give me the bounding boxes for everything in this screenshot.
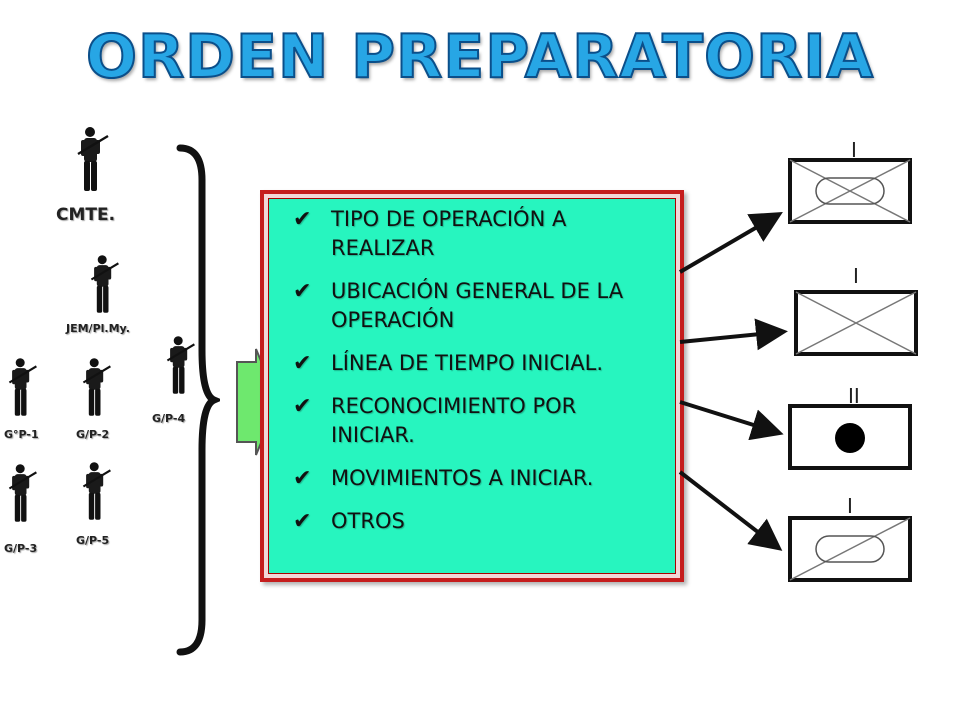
- unit-3-echelon: II: [848, 384, 860, 408]
- order-item: ✔ LÍNEA DE TIEMPO INICIAL.: [285, 349, 651, 378]
- artillery-symbol-icon: [788, 404, 912, 470]
- order-item: ✔ MOVIMIENTOS A INICIAR.: [285, 464, 651, 493]
- unit-2-echelon: I: [853, 264, 859, 288]
- g2-label: G/P-2: [76, 428, 110, 441]
- armor-cavalry-symbol-icon: [788, 516, 912, 582]
- infantry-symbol-icon: [794, 290, 918, 356]
- order-item-text: MOVIMIENTOS A INICIAR.: [331, 466, 594, 490]
- g1-label: G°P-1: [4, 428, 39, 441]
- jem-label: JEM/Pl.My.: [66, 322, 130, 335]
- unit-1-echelon: I: [851, 138, 857, 162]
- arrow-to-unit-2: [679, 318, 788, 351]
- order-item: ✔ TIPO DE OPERACIÓN A REALIZAR: [285, 205, 651, 263]
- page-title: ORDEN PREPARATORIA: [85, 21, 875, 93]
- checkmark-icon: ✔: [293, 279, 312, 304]
- order-item-text: OTROS: [331, 509, 405, 533]
- order-item-text: UBICACIÓN GENERAL DE LA OPERACIÓN: [331, 279, 624, 332]
- checkmark-icon: ✔: [293, 466, 312, 491]
- g4-label: G/P-4: [152, 412, 186, 425]
- arrow-to-unit-3: [679, 400, 784, 441]
- checkmark-icon: ✔: [293, 509, 312, 534]
- order-item: ✔ UBICACIÓN GENERAL DE LA OPERACIÓN: [285, 277, 651, 335]
- grouping-brace: [176, 144, 220, 656]
- checkmark-icon: ✔: [293, 394, 312, 419]
- order-item: ✔ RECONOCIMIENTO POR INICIAR.: [285, 392, 651, 450]
- checkmark-icon: ✔: [293, 207, 312, 232]
- unit-4-echelon: I: [847, 494, 853, 518]
- arrow-to-unit-4: [678, 470, 783, 551]
- arrow-to-unit-1: [678, 211, 783, 274]
- order-item-text: LÍNEA DE TIEMPO INICIAL.: [331, 351, 603, 375]
- order-item: ✔ OTROS: [285, 507, 651, 536]
- orders-panel: ✔ TIPO DE OPERACIÓN A REALIZAR ✔ UBICACIÓN…: [260, 190, 684, 582]
- orders-list: ✔ TIPO DE OPERACIÓN A REALIZAR ✔ UBICACIÓN…: [269, 199, 675, 536]
- order-item-text: RECONOCIMIENTO POR INICIAR.: [331, 394, 577, 447]
- order-item-text: TIPO DE OPERACIÓN A REALIZAR: [331, 207, 567, 260]
- cmte-label: CMTE.: [56, 205, 116, 225]
- g5-label: G/P-5: [76, 534, 110, 547]
- checkmark-icon: ✔: [293, 351, 312, 376]
- armored-infantry-symbol-icon: [788, 158, 912, 224]
- g3-label: G/P-3: [4, 542, 38, 555]
